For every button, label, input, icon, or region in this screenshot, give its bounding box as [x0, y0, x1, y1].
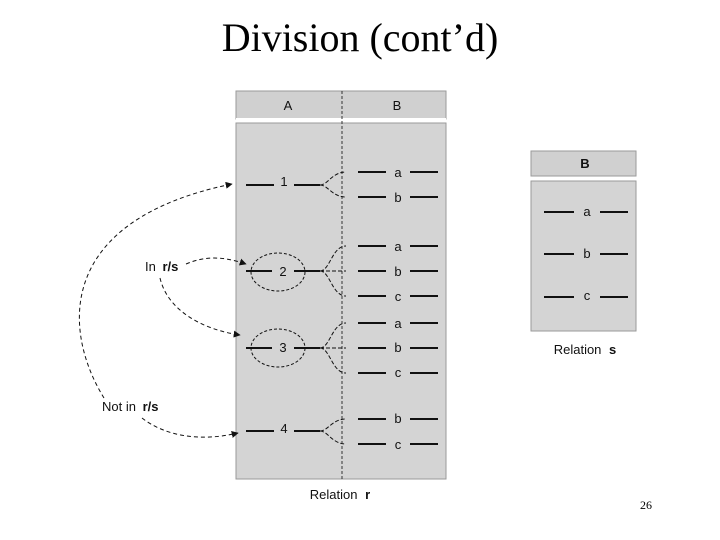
not-in-rs-arrow-to-1 [78, 181, 233, 399]
group-b-value: a [394, 165, 402, 180]
in-rs-arrow-to-2 [185, 257, 247, 266]
relation-r-group-1: 1 a b [246, 165, 438, 205]
relation-r-body [235, 122, 447, 480]
relation-r-group-4: 4 b c [246, 411, 438, 452]
page-number: 26 [640, 498, 652, 512]
group-b-value: c [395, 437, 402, 452]
relation-s-caption-name: s [609, 342, 616, 357]
not-in-rs-arrow-to-4 [141, 417, 239, 438]
relation-r-group-3: 3 a b c [246, 316, 438, 380]
relation-s-body [530, 180, 637, 332]
relation-s-table: B a b c [530, 150, 637, 332]
relation-s-header-b: B [580, 156, 589, 171]
relation-r-caption: Relation r [310, 487, 370, 502]
relation-r-header-a: A [284, 98, 293, 113]
group-b-value: a [394, 239, 402, 254]
relation-s-caption-prefix: Relation [554, 342, 602, 357]
in-rs-prefix: In [145, 259, 156, 274]
group-b-value: b [394, 340, 401, 355]
in-rs-name: r/s [162, 259, 178, 274]
not-in-rs-label: Not in r/s [102, 399, 159, 414]
group-b-value: b [394, 264, 401, 279]
group-b-value: c [395, 365, 402, 380]
relation-r-group-2: 2 a b c [246, 239, 438, 304]
group-b-value: a [394, 316, 402, 331]
group-b-value: c [395, 289, 402, 304]
slide-title: Division (cont’d) [221, 15, 499, 60]
not-in-rs-name: r/s [143, 399, 159, 414]
group-a-value: 4 [280, 421, 287, 436]
in-rs-label: In r/s [145, 259, 178, 274]
group-a-value: 1 [280, 174, 287, 189]
relation-s-header [530, 150, 637, 177]
group-b-value: b [394, 411, 401, 426]
relation-r-header [235, 90, 447, 120]
group-b-value: b [394, 190, 401, 205]
relation-r-caption-name: r [365, 487, 370, 502]
relation-s-value: a [583, 204, 591, 219]
in-rs-arrow-to-3 [159, 277, 241, 338]
relation-r-table: A B [235, 90, 447, 480]
group-a-value: 2 [279, 264, 286, 279]
not-in-rs-prefix: Not in [102, 399, 136, 414]
relation-s-value: c [584, 288, 591, 303]
relation-s-value: b [583, 246, 590, 261]
relation-s-caption: Relation s [554, 342, 617, 357]
group-a-value: 3 [279, 340, 286, 355]
relation-r-caption-prefix: Relation [310, 487, 358, 502]
relation-r-header-b: B [393, 98, 402, 113]
